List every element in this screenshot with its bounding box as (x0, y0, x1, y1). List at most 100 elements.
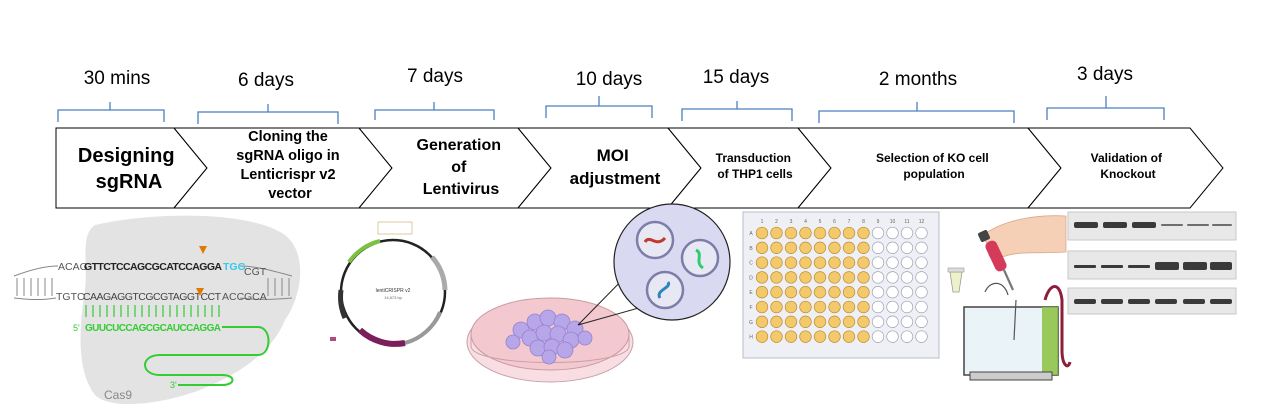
plate-well (784, 286, 798, 299)
plate-well (799, 315, 812, 328)
virus-particle-2 (680, 238, 720, 278)
plate-well (915, 256, 928, 269)
workflow-chevrons (55, 127, 1224, 209)
blot-panel-3 (1067, 287, 1237, 315)
bracket-4 (545, 96, 653, 118)
plate-well (886, 271, 899, 284)
plate-column-label: 8 (862, 219, 865, 225)
plate-well (871, 300, 885, 314)
plate-well (813, 330, 827, 343)
duration-label-3: 7 days (407, 66, 463, 87)
plate-column-label: 7 (848, 219, 851, 225)
plate-well (915, 300, 928, 314)
plate-well (871, 241, 885, 254)
plate-column-label: 10 (890, 219, 896, 225)
plate-well (886, 315, 899, 328)
step-3-label: Generation of Lentivirus (417, 137, 506, 198)
plate-well (770, 300, 783, 314)
plate-well (900, 300, 914, 314)
plate-well (871, 226, 885, 240)
step-4-label: MOI adjustment (570, 146, 661, 188)
virus-particle-1 (635, 220, 675, 260)
plate-column-label: 3 (790, 219, 793, 225)
sgrna-cas9-illustration: Cas9 ACAG GTTCTCCAGCGCATCCAGGA TGG CGT T… (13, 215, 301, 405)
plate-well (755, 300, 769, 314)
plate-well (828, 286, 841, 299)
plate-column-label: 5 (819, 219, 822, 225)
plate-well (886, 241, 899, 254)
target-sequence: GTTCTCCAGCGCATCCAGGA (84, 261, 222, 273)
plasmid-map-illustration: lentiCRISPR v2 14,873 bp (330, 221, 448, 352)
plate-well (770, 256, 783, 269)
plate-well (770, 315, 783, 328)
duration-label-7: 3 days (1077, 64, 1133, 85)
plate-well (755, 286, 769, 299)
plate-well (886, 226, 899, 240)
bracket-7 (1046, 96, 1165, 120)
svg-text:TGTC: TGTC (56, 291, 85, 303)
plate-well (784, 226, 798, 240)
plate-well (784, 271, 798, 284)
plate-well (755, 226, 769, 240)
plasmid-size: 14,873 bp (384, 295, 403, 300)
plate-well (799, 286, 812, 299)
plate-well (784, 315, 798, 328)
plate-column-label: 4 (804, 219, 807, 225)
plate-well (915, 330, 928, 343)
plate-well (842, 330, 856, 343)
plate-well (828, 300, 841, 314)
duration-label-6: 2 months (879, 69, 957, 90)
plate-well (755, 330, 769, 343)
plate-well (857, 256, 870, 269)
plate-well (770, 286, 783, 299)
plate-column-label: 6 (833, 219, 836, 225)
plate-well (900, 330, 914, 343)
plate-well (828, 241, 841, 254)
svg-text:3': 3' (170, 380, 177, 390)
pam-sequence: TGG (223, 261, 246, 273)
plate-well (871, 256, 885, 269)
western-blot-illustration (1067, 211, 1237, 315)
plate-well (799, 330, 812, 343)
plasmid-name: lentiCRISPR v2 (376, 288, 411, 294)
plate-well (828, 226, 841, 240)
plate-well (784, 256, 798, 269)
plate-well (755, 241, 769, 254)
plate-well (770, 271, 783, 284)
bracket-6 (818, 102, 1015, 123)
plate-well (828, 256, 841, 269)
plate-well (799, 241, 812, 254)
plate-well (813, 271, 827, 284)
tube-icon (947, 267, 965, 293)
cut-site-top-icon (199, 246, 207, 254)
svg-text:CGT: CGT (244, 266, 267, 278)
plate-well (915, 241, 928, 254)
plate-well (842, 315, 856, 328)
plate-well (842, 271, 856, 284)
plate-well (886, 330, 899, 343)
plate-column-label: 12 (919, 219, 925, 225)
svg-text:5': 5' (73, 323, 80, 333)
svg-text:ACAG: ACAG (58, 261, 88, 273)
plate-well (755, 256, 769, 269)
step-5-label: Transduction of THP1 cells (716, 151, 795, 181)
plate-well (784, 330, 798, 343)
blot-panel-2 (1067, 250, 1237, 280)
complement-sequence: CAAGAGGTCGCGTAGGTCCT (83, 291, 222, 303)
plate-well (900, 256, 914, 269)
plate-well (813, 226, 827, 240)
plate-row-label: B (749, 246, 753, 252)
chevron-step-7 (1026, 127, 1224, 209)
petri-dish-illustration (466, 203, 731, 383)
plate-well (871, 286, 885, 299)
plate-well (828, 330, 841, 343)
cas9-label: Cas9 (104, 388, 132, 402)
bracket-5 (681, 101, 793, 121)
plate-well (770, 241, 783, 254)
plate-well (784, 300, 798, 314)
sgrna-scaffold (144, 326, 270, 386)
plate-well (755, 315, 769, 328)
cut-site-bottom-icon (196, 288, 204, 296)
